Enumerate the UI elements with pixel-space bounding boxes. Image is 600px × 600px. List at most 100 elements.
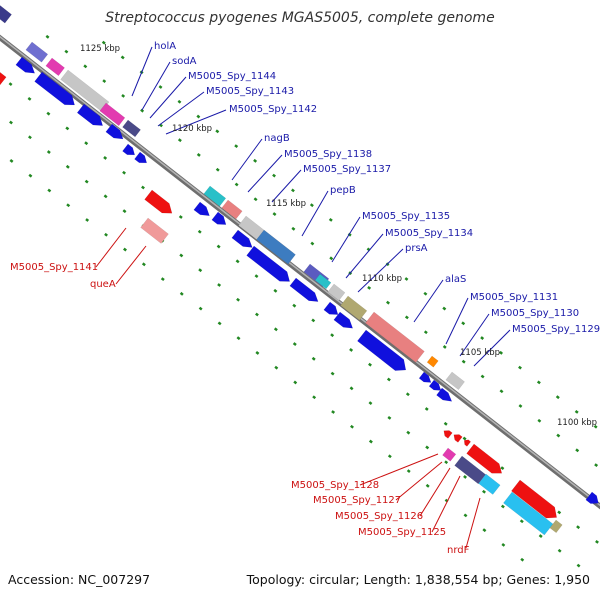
gene-label-m5005-spy-1144[interactable]: M5005_Spy_1144 — [188, 71, 276, 82]
tick-mark — [234, 144, 239, 148]
tick-marks — [8, 34, 599, 568]
gene-label-m5005-spy-1135[interactable]: M5005_Spy_1135 — [362, 211, 450, 222]
gene-label-m5005-spy-1138[interactable]: M5005_Spy_1138 — [284, 149, 372, 160]
gene-feature[interactable] — [463, 439, 472, 447]
gene-feature[interactable] — [76, 103, 104, 126]
gene-label-alas[interactable]: alaS — [445, 274, 466, 285]
gene-label-pepb[interactable]: pepB — [330, 185, 356, 196]
gene-feature[interactable] — [549, 519, 563, 534]
gene-label-hola[interactable]: holA — [154, 41, 176, 52]
gene-feature[interactable] — [99, 102, 126, 127]
gene-label-quea[interactable]: queA — [90, 279, 116, 290]
gene-label-m5005-spy-1137[interactable]: M5005_Spy_1137 — [303, 164, 391, 175]
tick-mark — [500, 466, 505, 471]
gene-feature[interactable] — [428, 379, 442, 391]
gene-feature[interactable] — [365, 311, 425, 363]
gene-feature[interactable] — [105, 123, 124, 140]
gene-feature[interactable] — [134, 151, 148, 164]
gene-label-m5005-spy-1127[interactable]: M5005_Spy_1127 — [313, 495, 401, 506]
gene-feature[interactable] — [357, 329, 407, 371]
tick-mark — [122, 209, 127, 214]
gene-label-m5005-spy-1126[interactable]: M5005_Spy_1126 — [335, 511, 423, 522]
gene-feature[interactable] — [327, 283, 346, 301]
tick-mark — [593, 424, 598, 429]
tick-mark — [236, 297, 240, 302]
gene-label-m5005-spy-1131[interactable]: M5005_Spy_1131 — [470, 292, 558, 303]
gene-feature[interactable] — [256, 229, 296, 265]
tick-mark — [499, 389, 504, 394]
gene-feature[interactable] — [140, 217, 169, 244]
gene-label-m5005-spy-1142[interactable]: M5005_Spy_1142 — [229, 104, 317, 115]
gene-label-m5005-spy-1130[interactable]: M5005_Spy_1130 — [491, 308, 579, 319]
tick-mark — [47, 188, 52, 193]
label-leader-line — [165, 109, 227, 135]
gene-label-prsa[interactable]: prsA — [405, 243, 428, 254]
gene-feature[interactable] — [340, 295, 368, 321]
gene-feature[interactable] — [478, 473, 501, 495]
gene-label-nagb[interactable]: nagB — [264, 133, 290, 144]
gene-feature[interactable] — [418, 371, 432, 383]
gene-feature[interactable] — [503, 491, 554, 536]
gene-feature[interactable] — [211, 211, 227, 225]
gene-feature[interactable] — [0, 70, 7, 86]
gene-feature[interactable] — [445, 371, 465, 391]
gene-feature[interactable] — [25, 41, 49, 63]
gene-label-m5005-spy-1141[interactable]: M5005_Spy_1141 — [10, 262, 98, 273]
tick-mark — [103, 156, 108, 160]
gene-label-soda[interactable]: sodA — [172, 56, 197, 67]
gene-feature[interactable] — [426, 355, 439, 368]
gene-feature[interactable] — [585, 491, 599, 504]
tick-mark — [102, 79, 107, 83]
tick-mark — [594, 463, 599, 467]
gene-label-m5005-spy-1143[interactable]: M5005_Spy_1143 — [206, 86, 294, 97]
label-leader-line — [301, 190, 329, 237]
gene-feature[interactable] — [436, 387, 453, 402]
gene-feature[interactable] — [442, 447, 457, 462]
tick-mark — [406, 430, 411, 435]
gene-label-m5005-spy-1128[interactable]: M5005_Spy_1128 — [291, 480, 379, 491]
tick-mark — [216, 244, 221, 249]
label-leader-line — [231, 138, 263, 181]
tick-mark — [480, 336, 485, 340]
tick-mark — [557, 510, 562, 515]
gene-label-m5005-spy-1125[interactable]: M5005_Spy_1125 — [358, 527, 446, 538]
gene-feature[interactable] — [122, 119, 141, 138]
label-leader-line — [271, 169, 302, 203]
gene-feature[interactable] — [443, 430, 453, 439]
tick-mark — [519, 519, 524, 524]
gene-label-m5005-spy-1129[interactable]: M5005_Spy_1129 — [512, 324, 600, 335]
tick-mark — [45, 34, 50, 39]
gene-feature[interactable] — [466, 443, 503, 474]
gene-label-m5005-spy-1134[interactable]: M5005_Spy_1134 — [385, 228, 473, 239]
tick-mark — [177, 138, 182, 143]
tick-mark — [499, 350, 503, 355]
tick-mark — [292, 303, 297, 308]
tick-mark — [574, 409, 579, 414]
scale-label: 1100 kbp — [557, 418, 597, 428]
gene-feature[interactable] — [144, 189, 173, 214]
gene-feature[interactable] — [314, 273, 332, 290]
gene-feature[interactable] — [34, 71, 75, 106]
gene-feature[interactable] — [122, 143, 136, 156]
map-title: Streptococcus pyogenes MGAS5005, complet… — [105, 10, 494, 26]
tick-mark — [405, 392, 410, 397]
gene-feature[interactable] — [221, 199, 243, 220]
gene-feature[interactable] — [231, 229, 253, 248]
gene-feature[interactable] — [323, 301, 339, 315]
gene-feature[interactable] — [193, 201, 210, 217]
gene-label-nrdf[interactable]: nrdF — [447, 545, 470, 556]
gene-feature[interactable] — [333, 311, 354, 329]
tick-mark — [404, 277, 409, 281]
tick-mark — [197, 229, 202, 234]
gene-feature[interactable] — [289, 277, 319, 302]
gene-feature[interactable] — [45, 57, 65, 77]
gene-feature[interactable] — [246, 245, 291, 282]
tick-mark — [104, 232, 108, 237]
gene-feature[interactable] — [15, 56, 36, 74]
label-leader-line — [141, 61, 171, 111]
gene-feature[interactable] — [454, 455, 486, 485]
gene-feature[interactable] — [203, 185, 227, 207]
gene-feature[interactable] — [0, 0, 12, 24]
gene-feature[interactable] — [511, 479, 557, 519]
gene-feature[interactable] — [453, 434, 463, 443]
